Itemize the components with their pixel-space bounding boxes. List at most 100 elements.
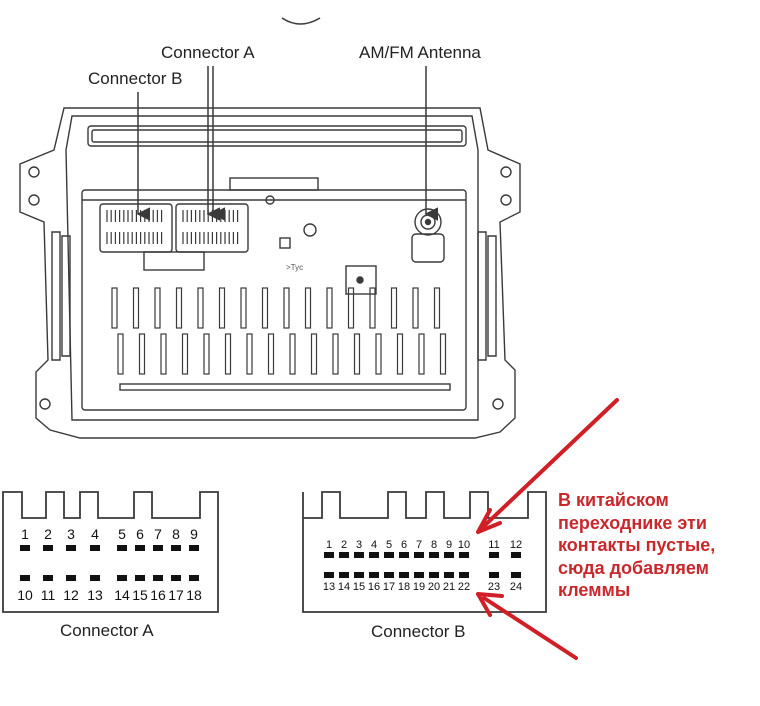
connector-a-pin-7 xyxy=(153,545,163,551)
connector-a-pin-number: 16 xyxy=(150,587,166,603)
vent-slot xyxy=(218,287,226,329)
vent-slot xyxy=(240,287,247,329)
connector-a-pin-number: 11 xyxy=(41,587,56,603)
connector-b-pin-18 xyxy=(399,572,409,578)
connector-b-pin-number: 4 xyxy=(371,539,377,551)
connector-b-pin-number: 23 xyxy=(488,581,500,593)
annotation-arrows xyxy=(476,398,619,660)
vent-slot xyxy=(283,287,290,329)
connector-b-pin-24 xyxy=(511,572,521,578)
vent-slot xyxy=(203,333,210,375)
vent-slot xyxy=(117,333,124,375)
vent-slot xyxy=(261,287,269,329)
leader-arrows xyxy=(136,66,438,221)
connector-b-pin-21 xyxy=(444,572,454,578)
vent-slot xyxy=(304,287,312,329)
vent-slot xyxy=(181,333,189,375)
connector-b-pin-number: 1 xyxy=(326,539,332,551)
connector-a-pin-number: 8 xyxy=(172,526,180,542)
connector-b-pin-number: 20 xyxy=(428,581,440,593)
connector-b-pin-10 xyxy=(459,552,469,558)
vent-slot xyxy=(310,333,318,375)
connector-b-pin-9 xyxy=(444,552,454,558)
connector-b-top-label: Connector B xyxy=(88,69,183,88)
connector-a-pin-16 xyxy=(153,575,163,581)
connector-b-pin-8 xyxy=(429,552,439,558)
connector-a-pin-number: 5 xyxy=(118,526,126,542)
connector-b-pin-6 xyxy=(399,552,409,558)
connector-a-pin-1 xyxy=(20,545,30,551)
connector-b-bottom-label: Connector B xyxy=(371,622,466,641)
connector-b-pin-number: 17 xyxy=(383,581,395,593)
vent-slot xyxy=(439,333,447,375)
connector-a-outline xyxy=(2,491,219,613)
vent-slot xyxy=(412,287,419,329)
panel-marking: >Tyc xyxy=(286,263,303,272)
vent-slot xyxy=(353,333,361,375)
connector-b-pin-number: 10 xyxy=(458,539,470,551)
vent-slot xyxy=(138,333,146,375)
vent-slot xyxy=(246,333,253,375)
connector-a-pin-15 xyxy=(135,575,145,581)
connector-a-pin-number: 7 xyxy=(154,526,162,542)
connector-b-outline xyxy=(302,491,547,613)
connector-b-pin-22 xyxy=(459,572,469,578)
connector-b-pin-16 xyxy=(369,572,379,578)
connector-b-pin-number: 22 xyxy=(458,581,470,593)
vent-slot xyxy=(390,287,398,329)
connector-a-pin-6 xyxy=(135,545,145,551)
connector-a-pin-4 xyxy=(90,545,100,551)
connector-b-pin-23 xyxy=(489,572,499,578)
connector-b-pin-number: 18 xyxy=(398,581,410,593)
connector-b-pins xyxy=(324,552,521,578)
vent-slot xyxy=(396,333,404,375)
vent-slot xyxy=(197,287,204,329)
connector-a-pin-number: 3 xyxy=(67,526,75,542)
connector-b-pin-15 xyxy=(354,572,364,578)
connector-b-pin-3 xyxy=(354,552,364,558)
connector-b-pin-number: 2 xyxy=(341,539,347,551)
connector-a-pin-number: 13 xyxy=(87,587,103,603)
connector-b-pin-20 xyxy=(429,572,439,578)
connector-b-pin-number: 24 xyxy=(510,581,522,593)
connector-a-pin-11 xyxy=(43,575,53,581)
vent-slot xyxy=(175,287,183,329)
vent-slot xyxy=(111,287,118,329)
connector-a-bottom-label: Connector A xyxy=(60,621,154,640)
connector-b-pin-number: 21 xyxy=(443,581,455,593)
vent-slot xyxy=(347,287,355,329)
vent-slot xyxy=(433,287,441,329)
connector-a-pin-number: 1 xyxy=(21,526,29,542)
vent-slot xyxy=(154,287,161,329)
connector-a-pin-13 xyxy=(90,575,100,581)
connector-b-pin-number: 6 xyxy=(401,539,407,551)
connector-b-pin-number: 13 xyxy=(323,581,335,593)
vent-slot xyxy=(332,333,339,375)
connector-b-pin-13 xyxy=(324,572,334,578)
connector-b-pin-4 xyxy=(369,552,379,558)
connector-b-pin-5 xyxy=(384,552,394,558)
vent-slot xyxy=(224,333,232,375)
connector-a-pin-number: 12 xyxy=(63,587,79,603)
connector-b-pin-number: 9 xyxy=(446,539,452,551)
connector-a-pin-number: 17 xyxy=(168,587,184,603)
connector-b-pin-17 xyxy=(384,572,394,578)
connector-b-pin-number: 5 xyxy=(386,539,392,551)
connector-a-pin-number: 6 xyxy=(136,526,144,542)
vent-slot xyxy=(369,287,376,329)
connector-a-pin-number: 15 xyxy=(132,587,148,603)
vent-slot xyxy=(418,333,425,375)
connector-a-pin-2 xyxy=(43,545,53,551)
vent-slot xyxy=(160,333,167,375)
head-unit-rear-panel xyxy=(19,17,521,439)
ventilation-slots xyxy=(111,287,447,375)
connector-a-pins xyxy=(20,545,199,581)
connector-b-pin-12 xyxy=(511,552,521,558)
annotation-line: сюда добавляем xyxy=(558,557,709,578)
connector-b-pin-number: 15 xyxy=(353,581,365,593)
connector-a-pin-8 xyxy=(171,545,181,551)
